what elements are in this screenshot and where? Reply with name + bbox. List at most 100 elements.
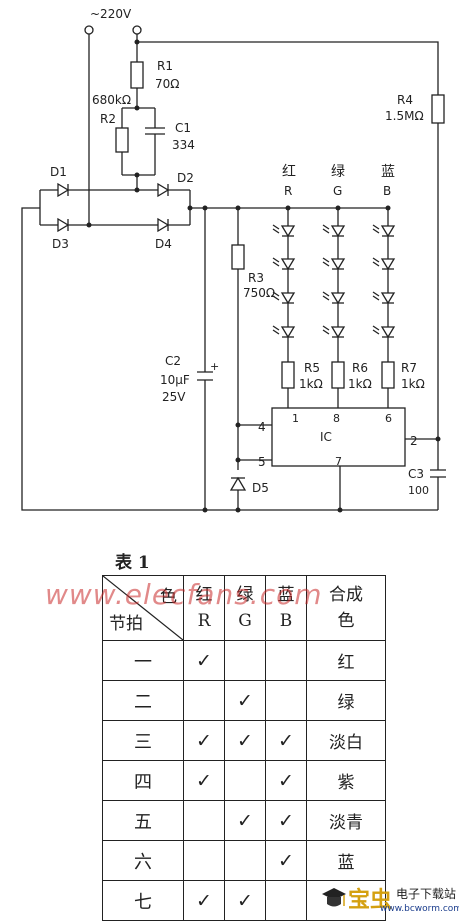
check-cell-b — [265, 640, 307, 681]
r1-name: R1 — [157, 59, 173, 73]
col-red-cn: 红 — [195, 585, 213, 605]
diode-d5 — [229, 476, 247, 491]
r4-value: 1.5MΩ — [385, 109, 424, 123]
mixed-color-cell — [306, 880, 386, 921]
ic-name: IC — [320, 430, 332, 444]
channel-red-cn: 红 — [282, 164, 296, 180]
col-green-cn: 绿 — [236, 585, 254, 605]
beat-cell: 五 — [102, 800, 184, 841]
col-green-header: 绿 G — [224, 575, 266, 641]
diode-d4 — [157, 217, 170, 233]
check-cell-r — [183, 840, 225, 881]
ic-pin-6: 6 — [385, 412, 392, 425]
corner-diagonal — [103, 576, 183, 640]
led-column-green — [322, 205, 346, 408]
r4-name: R4 — [397, 93, 413, 107]
check-cell-g — [224, 840, 266, 881]
channel-blue-letter: B — [383, 184, 391, 198]
mixed-color-cell: 绿 — [306, 680, 386, 721]
r3-name: R3 — [248, 271, 264, 285]
led-icon — [372, 224, 396, 238]
resistor-r6 — [331, 361, 345, 389]
col-red-header: 红 R — [183, 575, 225, 641]
c2-voltage: 25V — [162, 390, 186, 404]
check-cell-r — [183, 680, 225, 721]
c2-name: C2 — [165, 354, 181, 368]
led-icon — [272, 291, 296, 305]
table-row: 一✓红 — [102, 640, 386, 681]
beat-cell: 四 — [102, 760, 184, 801]
ic-pin-8: 8 — [333, 412, 340, 425]
led-icon — [322, 224, 346, 238]
channel-green-letter: G — [333, 184, 342, 198]
check-cell-r: ✓ — [183, 640, 225, 681]
r2-name: R2 — [100, 112, 116, 126]
check-cell-g: ✓ — [224, 800, 266, 841]
check-cell-b — [265, 880, 307, 921]
check-cell-g — [224, 760, 266, 801]
check-cell-r: ✓ — [183, 720, 225, 761]
corner-top-label: 色 — [160, 587, 177, 607]
led-icon — [272, 224, 296, 238]
col-blue-header: 蓝 B — [265, 575, 307, 641]
table-row: 四✓✓紫 — [102, 760, 386, 801]
channel-green-cn: 绿 — [331, 164, 345, 180]
beat-cell: 七 — [102, 880, 184, 921]
col-blue-cn: 蓝 — [277, 585, 295, 605]
col-mix-header: 合成 色 — [306, 575, 386, 641]
beat-cell: 一 — [102, 640, 184, 681]
r1-value: 70Ω — [155, 77, 179, 91]
supply-label: ~220V — [90, 7, 132, 21]
diode-d3 — [57, 217, 70, 233]
resistor-r2 — [115, 127, 129, 153]
col-blue-letter: B — [279, 611, 293, 631]
table-title: 表 1 — [115, 553, 150, 573]
led-columns — [272, 205, 396, 408]
r5-value: 1kΩ — [299, 377, 323, 391]
d5-label: D5 — [252, 481, 269, 495]
svg-text:+: + — [210, 360, 219, 373]
c3-name: C3 — [408, 467, 424, 481]
ic-pin-7: 7 — [335, 455, 342, 468]
capacitor-c1 — [145, 127, 165, 135]
col-mix-line1: 合成 — [329, 585, 363, 605]
resistor-r7 — [381, 361, 395, 389]
beat-cell: 二 — [102, 680, 184, 721]
r6-name: R6 — [352, 361, 368, 375]
led-icon — [372, 291, 396, 305]
table-row: 六✓蓝 — [102, 840, 386, 881]
r5-name: R5 — [304, 361, 320, 375]
table-row: 三✓✓✓淡白 — [102, 720, 386, 761]
mixed-color-cell: 淡白 — [306, 720, 386, 761]
check-cell-b: ✓ — [265, 760, 307, 801]
col-red-letter: R — [197, 611, 211, 631]
capacitor-c3 — [430, 469, 446, 478]
beat-cell: 六 — [102, 840, 184, 881]
color-sequence-table: 色 节拍 红 R 绿 G 蓝 B 合成 色 一✓红二✓绿三✓✓✓淡白四✓✓紫五✓… — [102, 575, 386, 921]
led-icon — [272, 257, 296, 271]
c1-value: 334 — [172, 138, 195, 152]
c3-value: 100 — [408, 484, 429, 497]
r3-value: 750Ω — [243, 286, 275, 300]
mixed-color-cell: 淡青 — [306, 800, 386, 841]
c1-name: C1 — [175, 121, 191, 135]
table-row: 五✓✓淡青 — [102, 800, 386, 841]
r7-value: 1kΩ — [401, 377, 425, 391]
resistor-r5 — [281, 361, 295, 389]
check-cell-b: ✓ — [265, 840, 307, 881]
resistor-r4 — [431, 94, 445, 124]
diode-d2 — [157, 182, 170, 198]
ic-pin-1: 1 — [292, 412, 299, 425]
resistor-r3 — [231, 244, 245, 270]
table-row: 二✓绿 — [102, 680, 386, 721]
ic-chip — [271, 407, 406, 467]
check-cell-g — [224, 640, 266, 681]
mixed-color-cell: 紫 — [306, 760, 386, 801]
led-icon — [372, 325, 396, 339]
check-cell-b — [265, 680, 307, 721]
d2-label: D2 — [177, 171, 194, 185]
check-cell-r: ✓ — [183, 760, 225, 801]
ic-pin-2: 2 — [410, 434, 418, 448]
resistor-r1 — [130, 61, 144, 89]
led-icon — [322, 325, 346, 339]
